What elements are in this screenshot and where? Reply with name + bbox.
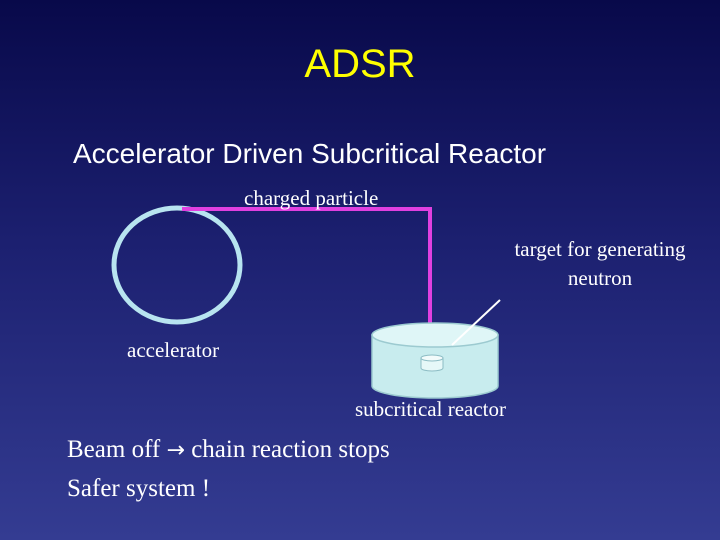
beam-line	[182, 207, 432, 345]
accelerator-label: accelerator	[127, 338, 220, 362]
target-cylinder	[420, 354, 444, 372]
bottom-line-1: Beam off → chain reaction stops	[67, 436, 390, 464]
slide-title: ADSR	[304, 42, 416, 86]
right-arrow-icon: →	[166, 438, 185, 463]
subcritical-reactor-label: subcritical reactor	[355, 397, 506, 421]
charged-particle-label: charged particle	[244, 186, 379, 210]
bottom-line-2: Safer system !	[67, 475, 211, 502]
chain-reaction-text: chain reaction stops	[191, 436, 390, 463]
beam-off-text: Beam off	[67, 436, 161, 463]
slide-subtitle: Accelerator Driven Subcritical Reactor	[73, 138, 547, 169]
accelerator-ring	[111, 205, 243, 325]
reactor-vessel	[371, 322, 499, 399]
target-label: target for generating neutron	[490, 235, 710, 293]
target-pointer	[451, 299, 501, 346]
target-label-line1: target for generating	[514, 237, 686, 261]
target-label-line2: neutron	[567, 266, 633, 290]
